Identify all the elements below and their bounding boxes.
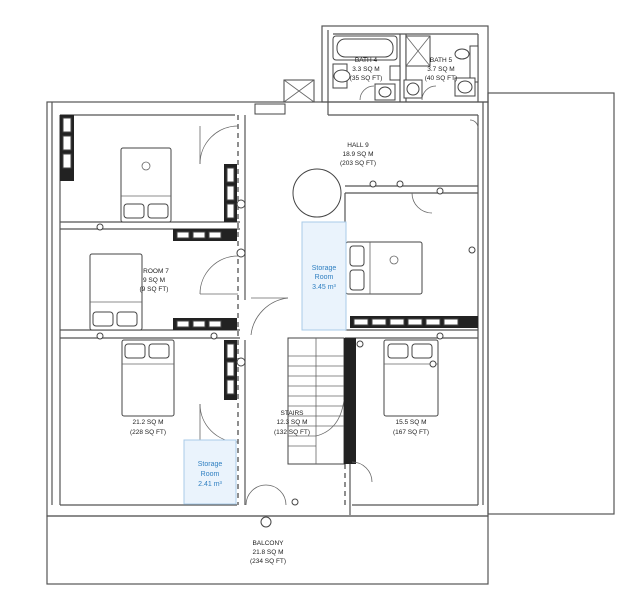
storage-volume: 3.45 m³ (312, 284, 336, 291)
exterior-walls (46, 25, 615, 585)
room-area-ft: (234 SQ FT) (250, 558, 286, 565)
ceiling-light-icon-2 (389, 255, 399, 265)
room-label-balcony: BALCONY 21.8 SQ M (234 SQ FT) (250, 540, 286, 565)
room-area-ft: (40 SQ FT) (425, 75, 458, 82)
bed-icon-room7 (89, 253, 143, 331)
room-top-left-furniture (60, 115, 246, 223)
bedroom-center-furniture (345, 241, 478, 328)
room-area-m: 21.2 SQ M (132, 419, 163, 426)
storage-line2: Room (315, 274, 334, 281)
ceiling-light-icon (141, 161, 151, 171)
room-area-ft: (35 SQ FT) (350, 75, 383, 82)
bedroom-sw-furniture (121, 339, 246, 443)
balcony-doors (96, 187, 444, 528)
room-name: STAIRS (281, 410, 305, 417)
room-area-ft: (167 SQ FT) (393, 429, 429, 436)
sink-icon (389, 65, 401, 81)
room-name: BATH 5 (430, 57, 453, 64)
room-name: BATH 4 (355, 57, 378, 64)
room7-furniture (89, 229, 246, 331)
room-area-m: 12.3 SQ M (276, 419, 307, 426)
stair-railing (344, 338, 356, 464)
room-area-m: 15.5 SQ M (395, 419, 426, 426)
room-area-m: 3.3 SQ M (352, 66, 379, 73)
bedroom-se-furniture (351, 339, 439, 483)
room-area-ft: (9 SQ FT) (140, 286, 169, 293)
room-label-room7: ROOM 7 9 SQ M (9 SQ FT) (140, 268, 170, 293)
storage-line1: Storage (198, 461, 223, 468)
storage-label-center: Storage Room 3.45 m³ (312, 265, 337, 291)
staircase (287, 337, 356, 465)
room-label-bedroom-sw: 21.2 SQ M (228 SQ FT) (130, 419, 166, 436)
bed-icon-se (383, 339, 439, 417)
room-label-stairs: STAIRS 12.3 SQ M (132 SQ FT) (274, 410, 310, 436)
room-label-bedroom-se: 15.5 SQ M (167 SQ FT) (393, 419, 429, 436)
window-bath5 (469, 45, 479, 83)
bath5-fixtures (403, 35, 476, 101)
room-area-m: 3.7 SQ M (427, 66, 454, 73)
windows (254, 45, 479, 115)
room-label-bath5: BATH 5 3.7 SQ M (40 SQ FT) (425, 57, 458, 82)
sink-icon-2 (454, 48, 470, 60)
balcony-outline (46, 515, 489, 585)
storage-volume: 2.41 m³ (198, 481, 222, 488)
storage-line2: Room (201, 471, 220, 478)
room-label-hall9: HALL 9 18.9 SQ M (203 SQ FT) (340, 142, 376, 167)
room-name: ROOM 7 (143, 268, 169, 275)
room-name: BALCONY (252, 540, 284, 547)
storage-room-left (183, 439, 237, 505)
room-area-ft: (228 SQ FT) (130, 429, 166, 436)
room-label-bath4: BATH 4 3.3 SQ M (35 SQ FT) (350, 57, 383, 82)
storage-room-center (301, 221, 347, 331)
room-area-m: 18.9 SQ M (342, 151, 373, 158)
room-area-ft: (203 SQ FT) (340, 160, 376, 167)
room-area-m: 9 SQ M (143, 277, 165, 284)
storage-line1: Storage (312, 265, 337, 272)
hall-features (250, 119, 479, 336)
bath4-fixtures (332, 35, 401, 101)
radiator-hall (254, 103, 286, 115)
room-name: HALL 9 (347, 142, 369, 149)
room-area-ft: (132 SQ FT) (274, 429, 310, 436)
column-round (292, 168, 342, 218)
bed-icon-sw (121, 339, 175, 417)
terrace-outline (487, 92, 615, 515)
room-area-m: 21.8 SQ M (252, 549, 283, 556)
storage-label-left: Storage Room 2.41 m³ (198, 461, 223, 488)
